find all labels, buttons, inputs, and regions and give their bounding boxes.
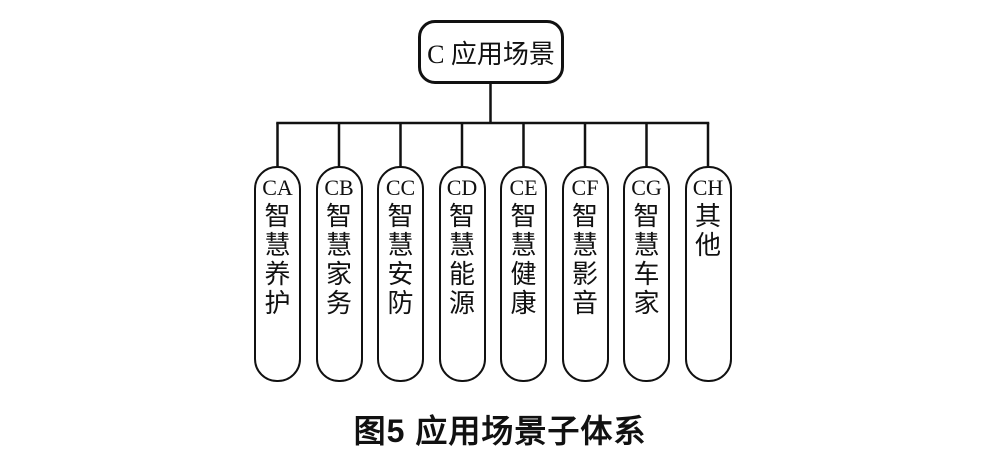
- child-node-label-char: 慧: [448, 231, 475, 260]
- child-node-label-char: 务: [325, 289, 352, 318]
- root-node-label: C 应用场景: [427, 39, 555, 69]
- child-node-label-char: 智: [387, 202, 414, 231]
- child-node-label-char: 慧: [325, 231, 352, 260]
- child-node-label-char: 慧: [510, 231, 537, 260]
- child-node-code: CG: [631, 175, 662, 200]
- child-node-code: CC: [385, 175, 416, 200]
- child-node-label-char: 健: [510, 260, 537, 289]
- child-node-label-char: 智: [510, 202, 537, 231]
- root-node: C 应用场景: [418, 20, 564, 84]
- figure-caption: 图5 应用场景子体系: [353, 413, 647, 449]
- child-node-label-char: 防: [387, 289, 414, 318]
- child-node-label-char: 家: [633, 289, 660, 318]
- child-node-code: CA: [262, 175, 293, 200]
- child-node-label-char: 智: [264, 202, 291, 231]
- child-node-label-char: 他: [694, 231, 721, 260]
- child-node-code: CE: [509, 175, 538, 200]
- child-node-label-char: 智: [448, 202, 475, 231]
- child-node-code: CB: [324, 175, 354, 200]
- child-node-label-char: 养: [264, 260, 291, 289]
- child-node-label-char: 慧: [633, 231, 660, 260]
- child-node-label-char: 安: [387, 260, 414, 289]
- child-node-label-char: 慧: [264, 231, 291, 260]
- child-node-label-char: 能: [448, 260, 475, 289]
- child-node-label-char: 其: [694, 202, 721, 231]
- child-node-label-char: 慧: [571, 231, 598, 260]
- child-node-label-char: 车: [633, 260, 660, 289]
- child-node-label-char: 慧: [387, 231, 414, 260]
- child-node-label-char: 智: [633, 202, 660, 231]
- child-node-label-char: 智: [325, 202, 352, 231]
- child-node-code: CF: [571, 175, 599, 200]
- child-node-code: CH: [692, 175, 724, 200]
- child-node-label-char: 源: [448, 289, 475, 318]
- child-node-label-char: 家: [325, 260, 352, 289]
- child-node-label-char: 影: [571, 260, 598, 289]
- child-node-label-char: 护: [264, 289, 291, 318]
- child-node-label-char: 康: [510, 289, 537, 318]
- child-node-label-char: 智: [571, 202, 598, 231]
- child-node-code: CD: [446, 175, 478, 200]
- child-node-label-char: 音: [571, 289, 598, 318]
